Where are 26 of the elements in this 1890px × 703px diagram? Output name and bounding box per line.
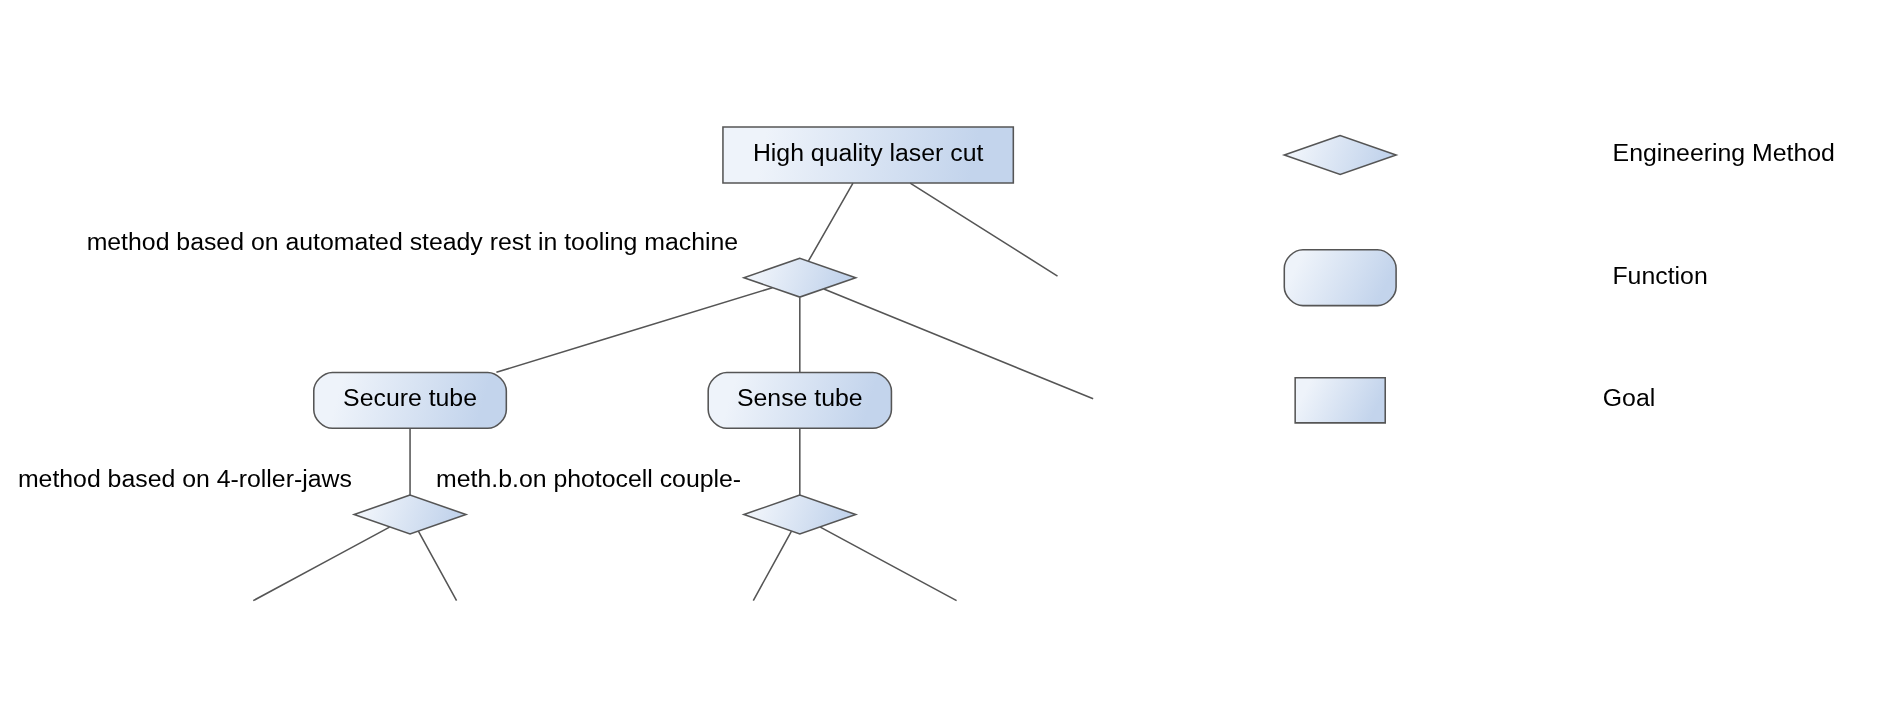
connector — [819, 525, 958, 601]
node-box: High quality laser cut — [722, 125, 1015, 184]
node-capsule — [1283, 248, 1397, 306]
connector — [417, 529, 458, 601]
connector — [807, 181, 854, 262]
connector — [909, 181, 1059, 277]
node-label: meth.b.on photocell couple- — [436, 464, 742, 492]
node-diamond — [741, 493, 859, 535]
node-label: method based on 4-roller-jaws — [17, 464, 352, 492]
legend-label: Goal — [1602, 383, 1656, 411]
node-box: Secure tube — [313, 371, 508, 429]
node-box: Sense tube — [707, 371, 893, 429]
connector — [409, 427, 411, 496]
connector — [799, 427, 801, 496]
node-box — [1294, 376, 1386, 424]
legend-label: Function — [1612, 261, 1708, 289]
legend-label: Engineering Method — [1612, 138, 1835, 166]
node-diamond — [1281, 134, 1399, 175]
connector — [799, 296, 801, 373]
node-diamond — [351, 493, 469, 535]
connector — [823, 287, 1094, 399]
connector — [752, 529, 793, 601]
connector — [252, 525, 391, 601]
connector — [495, 286, 774, 373]
node-diamond — [741, 256, 859, 298]
node-label: method based on automated steady rest in tooling machine — [86, 227, 739, 255]
